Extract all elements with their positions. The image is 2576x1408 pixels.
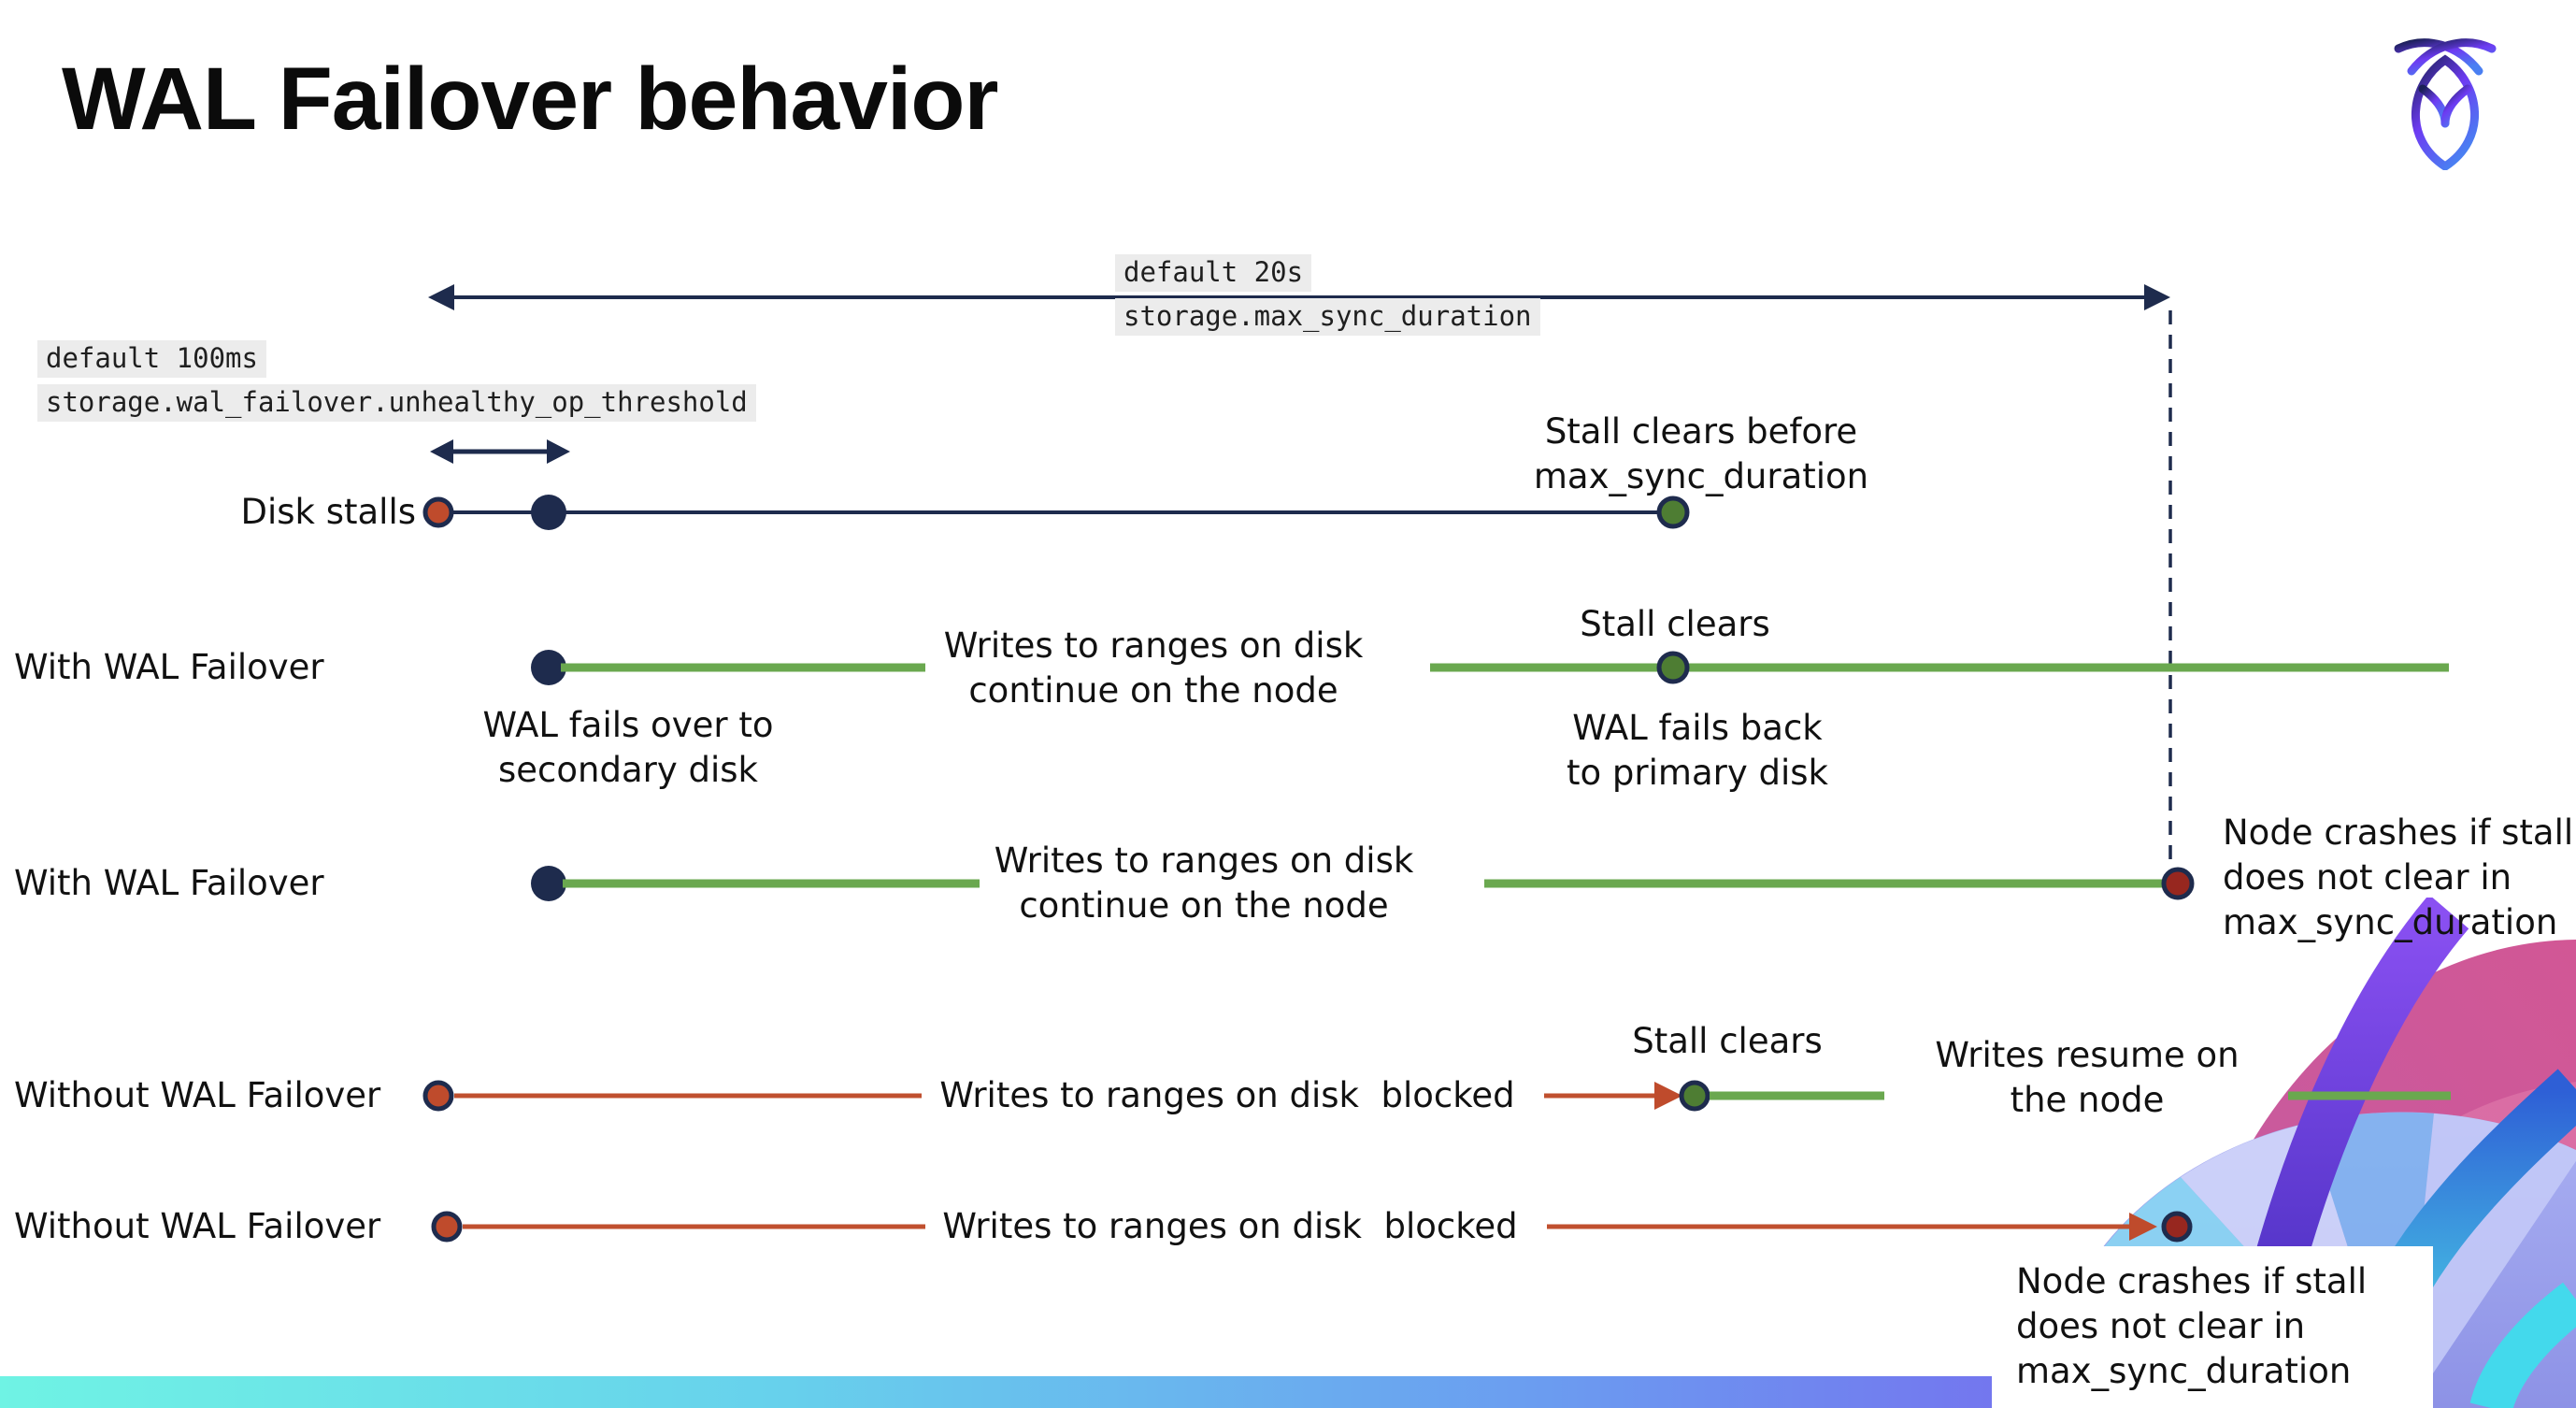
row1-failover-dot: [531, 495, 566, 530]
row1-stall-clears-note: Stall clears before max_sync_duration: [1533, 411, 1869, 497]
threshold-left-arrowhead: [430, 439, 453, 464]
row5-writes-blocked-note: Writes to ranges on disk blocked: [942, 1206, 1518, 1246]
row5-crash-note: Node crashes if stall does not clear in …: [2016, 1261, 2368, 1392]
threshold-right-arrowhead: [547, 439, 570, 464]
unhealthy-op-setting-name: storage.wal_failover.unhealthy_op_thresh…: [37, 383, 756, 422]
row4-stall-clears-note: Stall clears: [1632, 1021, 1823, 1061]
page-title: WAL Failover behavior: [62, 50, 998, 149]
row2-failover-dot: [531, 650, 566, 685]
max-sync-default-value: default 20s: [1115, 254, 1312, 292]
row5-label: Without WAL Failover: [14, 1205, 381, 1246]
row2-label: With WAL Failover: [14, 646, 324, 687]
row1-stall-dot: [422, 496, 454, 528]
row2-failover-note: WAL fails over to secondary disk: [482, 705, 774, 791]
row2-stall-clears-note: Stall clears: [1580, 604, 1770, 644]
row3-writes-continue-note: Writes to ranges on disk continue on the…: [994, 840, 1414, 927]
logo-antenna-right: [2407, 38, 2497, 76]
row2-writes-continue-note: Writes to ranges on disk continue on the…: [943, 625, 1364, 711]
row3-crash-dot: [2161, 867, 2195, 900]
row4-writes-blocked-note: Writes to ranges on disk blocked: [939, 1075, 1515, 1115]
row3-failover-dot: [531, 866, 566, 901]
row4-stall-clears-dot: [1679, 1080, 1710, 1112]
max-sync-setting-name: storage.max_sync_duration: [1115, 297, 1540, 336]
row1-label: Disk stalls: [240, 491, 416, 532]
row3-label: With WAL Failover: [14, 862, 324, 903]
row1-stall-clears-dot: [1656, 496, 1690, 529]
max-sync-left-arrowhead: [428, 284, 454, 310]
unhealthy-op-default-value: default 100ms: [37, 340, 266, 378]
max-sync-setting-label: default 20s storage.max_sync_duration: [1115, 254, 1540, 336]
row5-crash-note-box: Node crashes if stall does not clear in …: [1992, 1246, 2433, 1408]
row4-writes-resume-note: Writes resume on the node: [1935, 1035, 2240, 1121]
row2-failback-note: WAL fails back to primary disk: [1567, 708, 1828, 794]
cyan-band: [2469, 1282, 2576, 1408]
row4-red-arrowhead: [1654, 1082, 1682, 1110]
row3-crash-note: Node crashes if stall does not clear in …: [2223, 812, 2574, 943]
row5-stall-dot: [431, 1211, 463, 1243]
max-sync-right-arrowhead: [2144, 284, 2170, 310]
row4-stall-dot: [422, 1080, 454, 1112]
cockroachdb-logo-icon: [2394, 38, 2497, 170]
row4-label: Without WAL Failover: [14, 1074, 381, 1115]
logo-branch-right: [2440, 84, 2472, 128]
unhealthy-op-setting-label: default 100ms storage.wal_failover.unhea…: [37, 340, 756, 422]
row2-stall-clears-dot: [1656, 651, 1690, 684]
